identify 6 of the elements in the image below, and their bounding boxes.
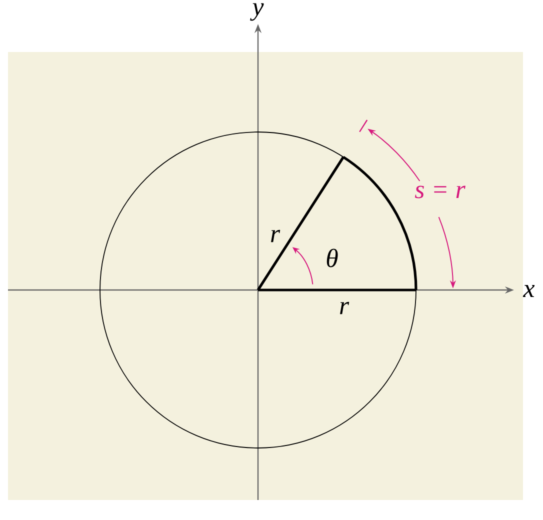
axis-label: x: [522, 285, 535, 297]
angle-label: θ: [326, 248, 338, 268]
variable-label: r: [271, 230, 280, 242]
variable-label: r: [340, 302, 350, 314]
arc-length-label: s = r: [414, 186, 466, 198]
axis-label: y: [250, 3, 264, 21]
